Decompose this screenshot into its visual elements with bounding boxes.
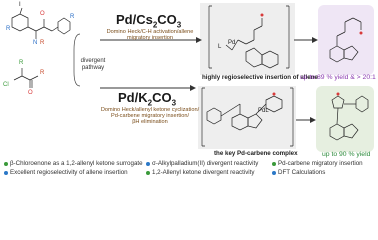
bottom-intermediate-caption: the key Pd-carbene complex — [214, 150, 298, 157]
bullet-icon — [4, 161, 8, 166]
bullet-icon — [146, 161, 150, 166]
top-intermediate-panel — [200, 3, 295, 75]
top-intermediate-caption: highly regioselective insertion of allen… — [202, 74, 318, 81]
label-r3: R — [70, 14, 75, 20]
bottom-condition-label: Pd/K2CO3 — [118, 90, 177, 108]
bottom-result: up to 90 % yield — [322, 151, 371, 158]
highlight-item: Excellent regioselectivity of allene ins… — [4, 169, 128, 176]
bottom-pathway-description: Domino Heck/allenyl ketone cyclization/ … — [100, 107, 200, 125]
top-condition-label: Pd/Cs2CO3 — [116, 12, 182, 30]
reaction-arrows — [100, 37, 318, 123]
bullet-icon — [146, 170, 150, 175]
label-pd-top: Pd — [228, 40, 236, 46]
highlight-item: 1,2-Allenyl ketone divergent reactivity — [146, 169, 255, 176]
label-cl: Cl — [3, 82, 9, 88]
label-o-enone: O — [28, 90, 33, 96]
oxygen-markers — [260, 13, 363, 96]
chloroenone-structure — [13, 68, 39, 88]
reaction-scheme-drawing — [11, 5, 369, 147]
highlight-item: σ-Alkylpalladium(II) divergent reactivit… — [146, 160, 258, 167]
label-r5: R — [19, 60, 24, 66]
label-l-top: L — [218, 44, 222, 50]
starting-amide-structure — [11, 7, 71, 39]
highlight-item: β-Chloroenone as a 1,2-allenyl ketone su… — [4, 160, 143, 167]
bottom-product-structure — [329, 95, 369, 141]
label-pdl-bottom: PdL — [258, 108, 269, 114]
top-pathway-description: Domino Heck/C-H activation/allene migrat… — [106, 29, 194, 41]
top-result: up to 89 % yield & > 20:1 rr — [300, 74, 378, 81]
label-n-start: N — [33, 40, 38, 46]
top-product-structure — [329, 17, 362, 63]
bottom-intermediate-structure — [201, 87, 294, 147]
highlight-item: DFT Calculations — [272, 169, 325, 176]
label-r1: R — [6, 26, 11, 32]
divergent-pathway-label: divergent pathway — [80, 58, 106, 71]
top-product-panel — [318, 5, 374, 75]
label-r4: R — [40, 70, 45, 76]
divergent-brace — [73, 33, 81, 87]
highlights-list: β-Chloroenone as a 1,2-allenyl ketone su… — [4, 160, 376, 178]
label-r2: R — [40, 40, 45, 46]
label-i: I — [19, 2, 21, 8]
top-intermediate-structure — [208, 5, 290, 69]
bullet-icon — [272, 161, 276, 166]
bottom-product-panel — [316, 86, 374, 152]
highlight-item: Pd-carbene migratory insertion — [272, 160, 363, 167]
bullet-icon — [4, 170, 8, 175]
label-o-start: O — [40, 11, 45, 17]
bullet-icon — [272, 170, 276, 175]
